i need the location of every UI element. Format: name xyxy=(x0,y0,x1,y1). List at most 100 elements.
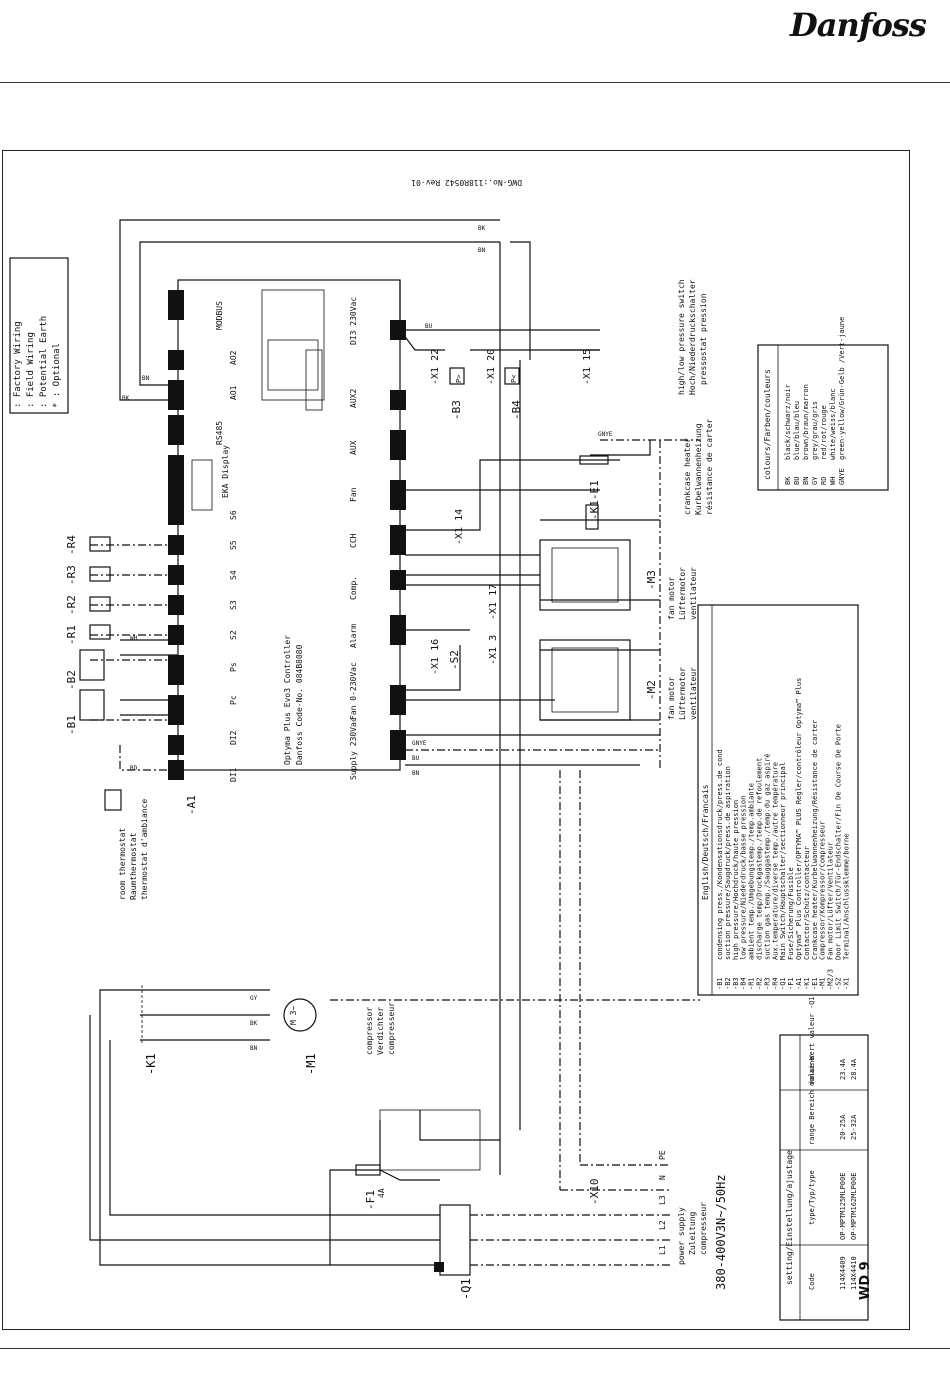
power-supply-label-fr: compresseur xyxy=(699,1202,708,1255)
switch-b4-symbol: P< xyxy=(510,375,518,383)
colours-row-5-desc: white/weiss/blanc xyxy=(829,388,837,460)
sensor-symbols xyxy=(79,536,111,721)
compressor-m1-symbol xyxy=(283,998,317,1032)
settings-table: Code type/Typ/type range Bereich donaine… xyxy=(808,996,858,1290)
settings-r2-value: 28.4A xyxy=(850,1058,858,1080)
colours-table-title: colours/Farben/couleurs xyxy=(763,369,772,480)
tag-bn-3: BN xyxy=(412,770,420,777)
terminal-blocks-right xyxy=(390,320,406,760)
io-s3: S3 xyxy=(229,600,238,610)
line-l3: L3 xyxy=(658,1195,667,1205)
contactor-ref: -K1 xyxy=(144,1053,158,1075)
parts-row-ref: -X1 xyxy=(842,977,850,990)
tag-bu-1: BU xyxy=(425,323,433,330)
wire-tags: BN BK BK BN BU GNYE BU BN GY BK BN GNYE … xyxy=(122,225,613,1052)
settings-r2-code: 114X4410 xyxy=(850,1256,858,1290)
colours-row-0-desc: black/schwarz/noir xyxy=(784,384,792,460)
colours-row-1: BU xyxy=(793,477,801,485)
line-l2: L2 xyxy=(658,1220,667,1230)
compressor-label-fr: compresseur xyxy=(387,1002,396,1055)
label-fan-0-230: Fan 0-230Vac xyxy=(349,662,358,720)
wires xyxy=(89,219,700,1266)
tag-wh: WH xyxy=(130,635,138,642)
colours-row-5: WH xyxy=(829,477,837,485)
diagram-frame xyxy=(2,150,910,1330)
fan-motor-m2 xyxy=(539,639,631,721)
io-di1: DI1 xyxy=(229,767,238,782)
fan-m3-label-en: fan motor xyxy=(667,576,676,620)
crankcase-heater-ref: -K1-E1 xyxy=(588,480,601,520)
parts-row-ref: -E1 xyxy=(811,977,819,990)
rs485-label: RS485 xyxy=(215,421,224,445)
compressor-label-de: Verdichter xyxy=(376,1007,385,1055)
colours-row-3: GY xyxy=(811,476,819,485)
terminal-blocks-left xyxy=(168,290,184,780)
colours-row-2: BN xyxy=(802,477,810,485)
modbus-label: MODBUS xyxy=(215,301,224,330)
power-supply-voltage: 380-400V3N~/50Hz xyxy=(714,1174,728,1290)
pressure-switch-b4 xyxy=(504,367,520,385)
x1-3: -X1 3 xyxy=(488,635,499,665)
settings-r2-range: 25-32A xyxy=(850,1114,858,1140)
label-fan: Fan xyxy=(349,487,358,502)
fan-m2-label-fr: ventilateur xyxy=(689,667,698,720)
settings-r1-code: 114X4409 xyxy=(839,1256,847,1290)
label-aux2: AUX2 xyxy=(349,389,358,408)
parts-row-ref: -R1 xyxy=(748,977,756,990)
parts-row-desc: Fan motor/Lüfter/Ventilateur xyxy=(827,842,835,960)
parts-row-ref: -S2 xyxy=(835,977,843,990)
compressor-symbol: M 3~ xyxy=(289,1006,298,1025)
power-supply-label-en: power supply xyxy=(677,1207,686,1265)
io-ps: Ps xyxy=(229,662,238,672)
sensor-b1: -B1 xyxy=(65,715,78,735)
controller-upper-labels: Supply 230Vac Fan 0-230Vac Alarm Comp. C… xyxy=(349,297,358,780)
switch-s2: -S2 xyxy=(448,650,461,670)
parts-row-desc: suction pressure/Saugdruck/press.de aspi… xyxy=(724,766,732,960)
fan-motor-m3 xyxy=(539,539,631,611)
settings-header-range: range Bereich donaine xyxy=(808,1056,816,1145)
hp-switch-label-de: Hoch/Niederdruckschalter xyxy=(688,279,697,395)
label-cch: CCH xyxy=(349,533,358,548)
x1-22: -X1 22 xyxy=(430,349,441,385)
colours-table-rows: BK black/schwarz/noir BU blue/blau/bleu … xyxy=(784,317,846,485)
parts-row-ref: -A1 xyxy=(795,977,803,990)
label-comp: Comp. xyxy=(349,576,358,600)
parts-row-ref: -F1 xyxy=(787,977,795,990)
switch-b3: -B3 xyxy=(450,400,463,420)
thermostat-label-de: Raumthermostat xyxy=(129,832,138,900)
label-di3: DI3 230Vac xyxy=(349,297,358,345)
settings-r1-range: 20-25A xyxy=(839,1114,847,1140)
parts-row-desc: Compressor/Kompressor/Compresseur xyxy=(819,821,827,960)
tag-gnye: GNYE xyxy=(412,740,427,747)
contactor-k1 xyxy=(140,985,160,1045)
parts-row-desc: Optyma™ Plus Controller/OPTYMA™ PLUS Reg… xyxy=(795,678,803,960)
pressure-switch-b3 xyxy=(449,367,465,385)
crankcase-label-en: crankcase heater xyxy=(683,438,692,515)
x1-20: -X1 20 xyxy=(486,349,497,385)
danfoss-logo: Danfoss xyxy=(790,6,927,44)
parts-row-ref: -B3 xyxy=(732,977,740,990)
line-pe: PE xyxy=(658,1150,667,1160)
fan-m3-label-fr: ventilateur xyxy=(689,567,698,620)
crankcase-heater-coil xyxy=(585,504,599,530)
parts-row-desc: Terminal/Anschlussklemme/borne xyxy=(842,834,850,960)
header-rule xyxy=(0,82,950,83)
compressor-ref: -M1 xyxy=(304,1053,318,1075)
settings-r2-type: OP-MPTM162MLP00E xyxy=(850,1173,858,1240)
parts-row-desc: Crankcase heater/Kurbelwannenheizung/Rés… xyxy=(811,720,819,960)
controller-ref: -A1 xyxy=(185,795,198,815)
io-s2: S2 xyxy=(229,630,238,640)
io-ao1: AO1 xyxy=(229,385,238,400)
sensor-b2: -B2 xyxy=(65,670,78,690)
io-pc: Pc xyxy=(229,695,238,705)
parts-row-desc: ambient temp./Umgebungstemp./temp.ambian… xyxy=(748,783,756,960)
switch-b3-symbol: P> xyxy=(455,375,463,383)
switch-b4: -B4 xyxy=(510,400,523,420)
x1-16: -X1 16 xyxy=(430,639,441,675)
parts-row-desc: suction gas temp./Sauggastemp./temp.du g… xyxy=(763,753,771,960)
main-switch-q1 xyxy=(434,1204,471,1276)
parts-row-desc: discharge temp/Druckgastemp./temp.de ref… xyxy=(756,758,764,960)
terminal-x10: -X10 xyxy=(588,1179,601,1206)
power-supply-label-de: Zuleitung xyxy=(688,1211,697,1255)
